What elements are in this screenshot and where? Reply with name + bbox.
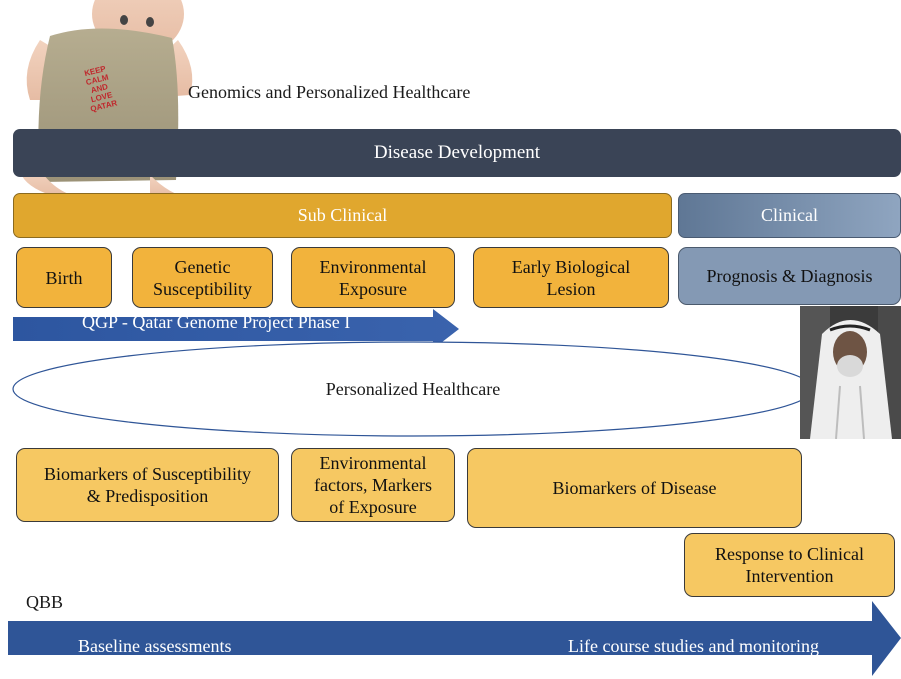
disease-development-label: Disease Development	[373, 142, 541, 163]
baseline-assessments-label: Baseline assessments	[78, 636, 232, 656]
stage-prognosis-diagnosis: Prognosis & Diagnosis	[678, 247, 901, 305]
elderly-man-illustration	[800, 306, 901, 439]
diagram-title: Genomics and Personalized Healthcare	[188, 82, 471, 102]
disease-development-bar: Disease Development	[13, 129, 901, 177]
stage-genetic-susceptibility: Genetic Susceptibility	[132, 247, 273, 308]
qbb-label: QBB	[26, 592, 64, 612]
response-to-clinical-intervention: Response to Clinical Intervention	[684, 533, 895, 597]
qgp-arrow-label: QGP - Qatar Genome Project Phase I	[82, 312, 351, 332]
stage-birth: Birth	[16, 247, 112, 308]
biomarkers-of-disease: Biomarkers of Disease	[467, 448, 802, 528]
life-course-label: Life course studies and monitoring	[568, 636, 819, 656]
baseline-arrow	[8, 601, 901, 676]
stage-environmental-exposure: Environmental Exposure	[291, 247, 455, 308]
qgp-arrow	[13, 309, 459, 349]
clinical-bar: Clinical	[678, 193, 901, 238]
stage-early-biological-lesion: Early Biological Lesion	[473, 247, 669, 308]
personalized-healthcare-label: Personalized Healthcare	[325, 378, 501, 399]
environmental-factors-exposure: Environmental factors, Markers of Exposu…	[291, 448, 455, 522]
elderly-man-photo	[800, 306, 901, 439]
sub-clinical-bar: Sub Clinical	[13, 193, 672, 238]
biomarkers-susceptibility: Biomarkers of Susceptibility & Predispos…	[16, 448, 279, 522]
clinical-label: Clinical	[761, 205, 818, 225]
sub-clinical-label: Sub Clinical	[297, 205, 388, 225]
